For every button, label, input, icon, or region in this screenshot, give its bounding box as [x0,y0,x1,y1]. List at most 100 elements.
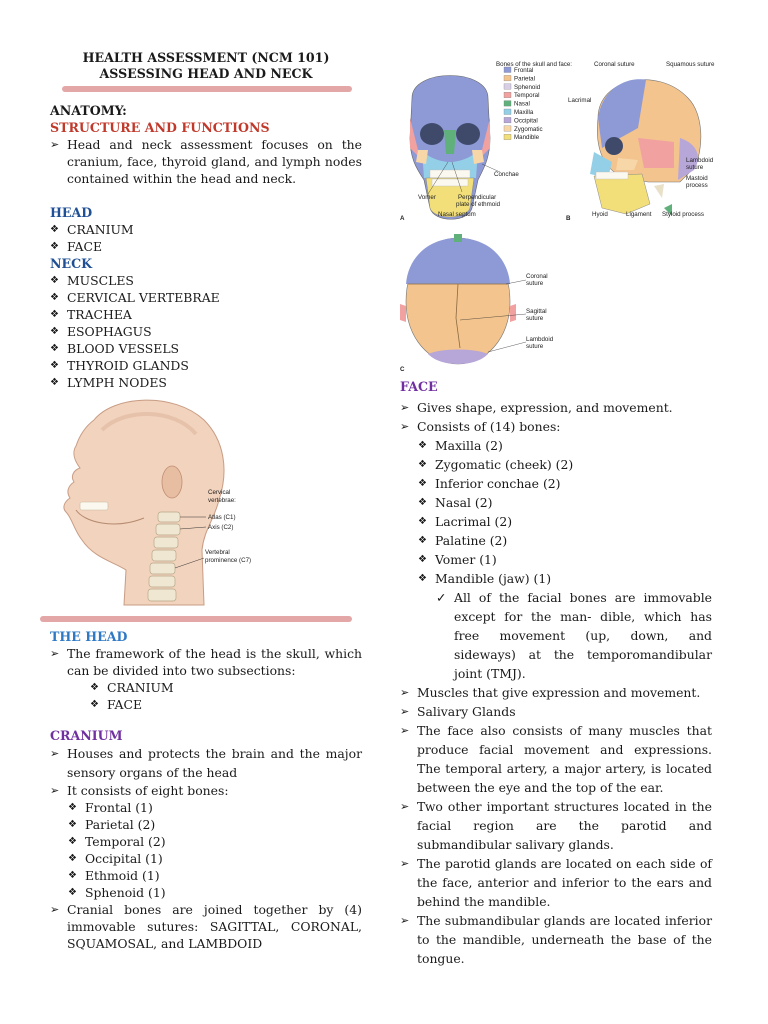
cranium-heading: CRANIUM [50,728,123,743]
legend-swatch [503,75,512,82]
vertebrae-label: vertebrae: [208,497,236,504]
legend-entry: Nasal [514,101,530,108]
face-bone-item: Vomer (1) [418,550,712,569]
bones-legend: Bones of the skull and face: FrontalPari… [496,61,572,141]
legend-entry: Frontal [514,67,533,74]
legend-swatch [503,125,512,132]
legend-swatch [503,117,512,124]
mastoid-label-2: process [686,182,708,189]
legend-swatch [503,134,512,140]
lambdoid-label-b2: suture [686,164,704,171]
head-item: CRANIUM [50,221,362,238]
face-bone-item: Mandible (jaw) (1) [418,569,712,588]
ethmoid-plate-label: plate of ethmoid [456,201,501,208]
structure-heading: STRUCTURE AND FUNCTIONS [50,120,270,135]
face-bone-item: Inferior conchae (2) [418,474,712,493]
face-paragraph-5: The face also consists of many muscles t… [400,721,712,797]
neck-item: LYMPH NODES [50,374,362,391]
face-paragraph-3: Muscles that give expression and movemen… [400,683,712,702]
head-heading: HEAD [50,205,93,220]
face-paragraph-7: The parotid glands are located on each s… [400,854,712,911]
figure-c-letter: C [400,366,405,373]
cranium-bone-item: Temporal (2) [68,833,362,850]
hyoid-label: Hyoid [592,211,608,218]
neck-item: THYROID GLANDS [50,357,362,374]
squamous-suture-label: Squamous suture [666,61,715,68]
legend-entry: Mandible [514,134,540,141]
face-bone-item: Nasal (2) [418,493,712,512]
legend-swatch [503,92,512,98]
neck-item: ESOPHAGUS [50,323,362,340]
lambdoid-label-c1: Lambdoid [526,336,554,343]
sagittal-label-c2: suture [526,315,544,322]
cranium-bone-item: Parietal (2) [68,816,362,833]
legend-entry: Parietal [514,75,535,82]
legend-swatch [503,83,512,90]
cranium-bone-item: Occipital (1) [68,850,362,867]
coronal-suture-label: Coronal suture [594,61,635,68]
face-paragraph-2: Consists of (14) bones: [400,417,712,436]
left-column: HEALTH ASSESSMENT (NCM 101) ASSESSING HE… [50,50,362,391]
mastoid-label-1: Mastoid [686,175,708,182]
legend-swatch [503,100,512,107]
legend-entry: Maxilla [514,109,534,116]
cranium-paragraph-1: Houses and protects the brain and the ma… [50,744,362,782]
face-bone-item: Maxilla (2) [418,436,712,455]
face-paragraph-8: The submandibular glands are located inf… [400,911,712,968]
nasal-septum-label: Nasal septum [438,211,476,218]
neck-anatomy-illustration: Cervical vertebrae: Atlas (C1) Axis (C2)… [54,390,264,610]
coronal-label-c1: Coronal [526,273,548,280]
skull-anterior-view: Conchae Vomer Perpendicular plate of eth… [400,75,519,222]
section-divider [40,616,352,622]
title-divider [62,86,352,92]
right-column: FACE Gives shape, expression, and moveme… [400,378,712,968]
face-bone-item: Palatine (2) [418,531,712,550]
cranium-bone-item: Frontal (1) [68,799,362,816]
intro-paragraph: Head and neck assessment focuses on the … [50,136,362,187]
lacrimal-label: Lacrimal [568,97,591,104]
sagittal-label-c1: Sagittal [526,308,547,315]
coronal-label-c2: suture [526,280,544,287]
cranium-paragraph-2: It consists of eight bones: [50,782,362,799]
face-heading: FACE [400,379,438,394]
neck-item: BLOOD VESSELS [50,340,362,357]
neck-item: CERVICAL VERTEBRAE [50,289,362,306]
lambdoid-label-c2: suture [526,343,544,350]
prominence-label: prominence (C7) [205,557,251,564]
vomer-label: Vomer [418,194,436,201]
styloid-label: Styloid process [662,211,704,218]
legend-entry: Occipital [514,117,538,124]
cranium-bone-item: Sphenoid (1) [68,884,362,901]
perpendicular-label: Perpendicular [458,194,496,201]
skull-lateral-view: Coronal suture Squamous suture Lacrimal … [566,61,715,222]
left-lower-column: THE HEAD The framework of the head is th… [40,612,362,952]
cervical-label: Cervical [208,489,230,496]
figure-b-letter: B [566,215,571,222]
face-bone-item: Zygomatic (cheek) (2) [418,455,712,474]
ligament-label: Ligament [626,211,652,218]
skull-superior-view: Coronal suture Sagittal suture Lambdoid … [400,234,554,373]
legend-swatch [503,66,512,73]
cranium-paragraph-3: Cranial bones are joined together by (4)… [50,901,362,952]
face-paragraph-4: Salivary Glands [400,702,712,721]
face-paragraph-1: Gives shape, expression, and movement. [400,398,712,417]
the-head-item: CRANIUM [90,679,362,696]
the-head-paragraph: The framework of the head is the skull, … [50,645,362,679]
anatomy-heading: ANATOMY: [50,103,127,118]
mandible-note: All of the facial bones are immovable ex… [436,588,712,683]
legend-entry: Zygomatic [514,126,543,133]
vertebral-label: Vertebral [205,549,230,556]
lambdoid-label-b1: Lambdoid [686,157,714,164]
face-bone-item: Lacrimal (2) [418,512,712,531]
legend-entry: Temporal [514,92,539,99]
figure-a-letter: A [400,215,405,222]
conchae-label: Conchae [494,171,519,178]
neck-item: MUSCLES [50,272,362,289]
skull-bones-figure: Conchae Vomer Perpendicular plate of eth… [398,58,718,378]
document-title-line1: HEALTH ASSESSMENT (NCM 101) [82,50,330,65]
neck-heading: NECK [50,256,93,271]
cranium-bone-item: Ethmoid (1) [68,867,362,884]
head-item: FACE [50,238,362,255]
legend-swatch [503,108,512,115]
neck-item: TRACHEA [50,306,362,323]
